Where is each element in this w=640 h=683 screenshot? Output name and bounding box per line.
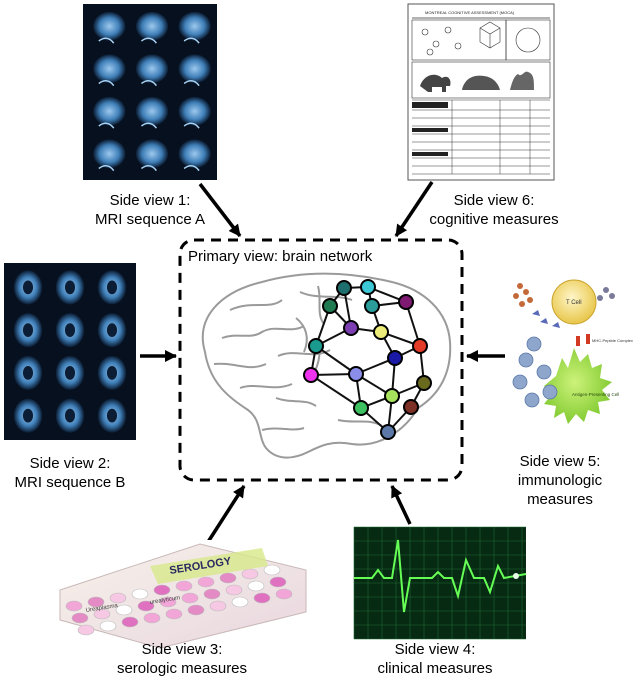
serology-tray-image: SEROLOGY Ureaplasma urealyticum xyxy=(56,540,308,649)
ecg-trace xyxy=(354,539,527,613)
mri-sequence-b-image xyxy=(4,263,136,440)
mri-slice xyxy=(135,54,169,84)
mri-slice xyxy=(135,96,169,126)
tray-well xyxy=(253,592,271,604)
side-view-6-label: Side view 6: cognitive measures xyxy=(429,192,559,228)
network-node xyxy=(398,294,414,310)
mri-slice xyxy=(178,54,211,84)
mri-slice xyxy=(178,139,211,169)
tray-well xyxy=(269,576,287,588)
tray-well xyxy=(131,588,149,600)
immunologic-diagram-image: T Cell Antigen-Presenting Cell MHC-Pepti… xyxy=(508,274,640,434)
tray-well xyxy=(247,580,265,592)
network-node xyxy=(360,279,376,295)
mri-slice xyxy=(135,139,169,169)
network-node xyxy=(353,400,369,416)
mri-slice xyxy=(135,11,169,41)
network-node xyxy=(308,338,324,354)
side-view-4-label: Side view 4: clinical measures xyxy=(377,641,493,677)
tray-well xyxy=(87,596,105,608)
arrow-serologic xyxy=(206,485,246,543)
tray-well xyxy=(175,580,193,592)
tray-well xyxy=(203,588,221,600)
moca-form-title: MONTREAL COGNITIVE ASSESSMENT (MOCA) xyxy=(425,10,515,15)
side-view-1-label: Side view 1: MRI sequence A xyxy=(94,192,206,228)
tray-well xyxy=(241,568,259,580)
mri-slice xyxy=(93,11,126,41)
network-node xyxy=(387,350,403,366)
tray-well xyxy=(143,612,161,624)
network-node xyxy=(416,375,432,391)
tray-well xyxy=(197,576,215,588)
tray-well xyxy=(153,584,171,596)
network-node xyxy=(348,366,364,382)
tray-well xyxy=(71,612,89,624)
tray-well xyxy=(231,596,249,608)
tray-well xyxy=(275,588,293,600)
cognitive-assessment-form-image: MONTREAL COGNITIVE ASSESSMENT (MOCA) xyxy=(407,3,555,181)
tray-well xyxy=(137,600,155,612)
mri-slice xyxy=(93,54,126,84)
mri-slice xyxy=(178,96,211,126)
tray-well xyxy=(181,592,199,604)
tray-well xyxy=(99,620,117,632)
tray-well xyxy=(187,604,205,616)
tray-well xyxy=(93,608,111,620)
tray-well xyxy=(225,584,243,596)
network-node xyxy=(380,424,396,440)
arrow-mri-a xyxy=(198,182,242,238)
tray-well xyxy=(209,600,227,612)
tray-well xyxy=(65,600,83,612)
mhc-label: MHC-Peptide Complex xyxy=(592,338,633,343)
network-node xyxy=(412,338,428,354)
network-node xyxy=(343,320,359,336)
tray-well xyxy=(115,604,133,616)
network-node xyxy=(364,298,380,314)
brain-network xyxy=(303,279,432,440)
side-view-2-label: Side view 2: MRI sequence B xyxy=(14,455,126,491)
tray-well xyxy=(109,592,127,604)
network-edge xyxy=(315,345,357,375)
tray-well xyxy=(219,572,237,584)
side-view-5-label: Side view 5: immunologic measures xyxy=(517,453,603,508)
tray-well xyxy=(159,596,177,608)
mri-slice xyxy=(93,96,126,126)
mri-slice xyxy=(93,139,126,169)
tray-well xyxy=(165,608,183,620)
tray-well xyxy=(263,564,281,576)
t-cell-label: T Cell xyxy=(566,300,582,306)
network-node xyxy=(336,280,352,296)
urealyticum-label: urealyticum xyxy=(149,595,180,606)
ureaplasma-label: Ureaplasma xyxy=(85,603,119,614)
arrow-clinical xyxy=(390,485,412,525)
network-node xyxy=(322,298,338,314)
primary-view-title: Primary view: brain network xyxy=(188,248,373,265)
network-node xyxy=(403,399,419,415)
tray-well xyxy=(77,624,95,636)
network-node xyxy=(384,388,400,404)
network-node xyxy=(373,324,389,340)
arrows xyxy=(140,181,505,543)
mri-sequence-a-image xyxy=(83,4,217,180)
ecg-monitor-image xyxy=(353,526,527,640)
network-edge xyxy=(310,374,362,409)
arrow-cognitive xyxy=(394,181,434,237)
side-view-3-label: Side view 3: serologic measures xyxy=(116,641,248,677)
mri-slice xyxy=(178,11,211,41)
primary-view-frame xyxy=(178,238,464,482)
network-node xyxy=(303,367,319,383)
apc-label: Antigen-Presenting Cell xyxy=(572,392,619,397)
tray-well xyxy=(121,616,139,628)
